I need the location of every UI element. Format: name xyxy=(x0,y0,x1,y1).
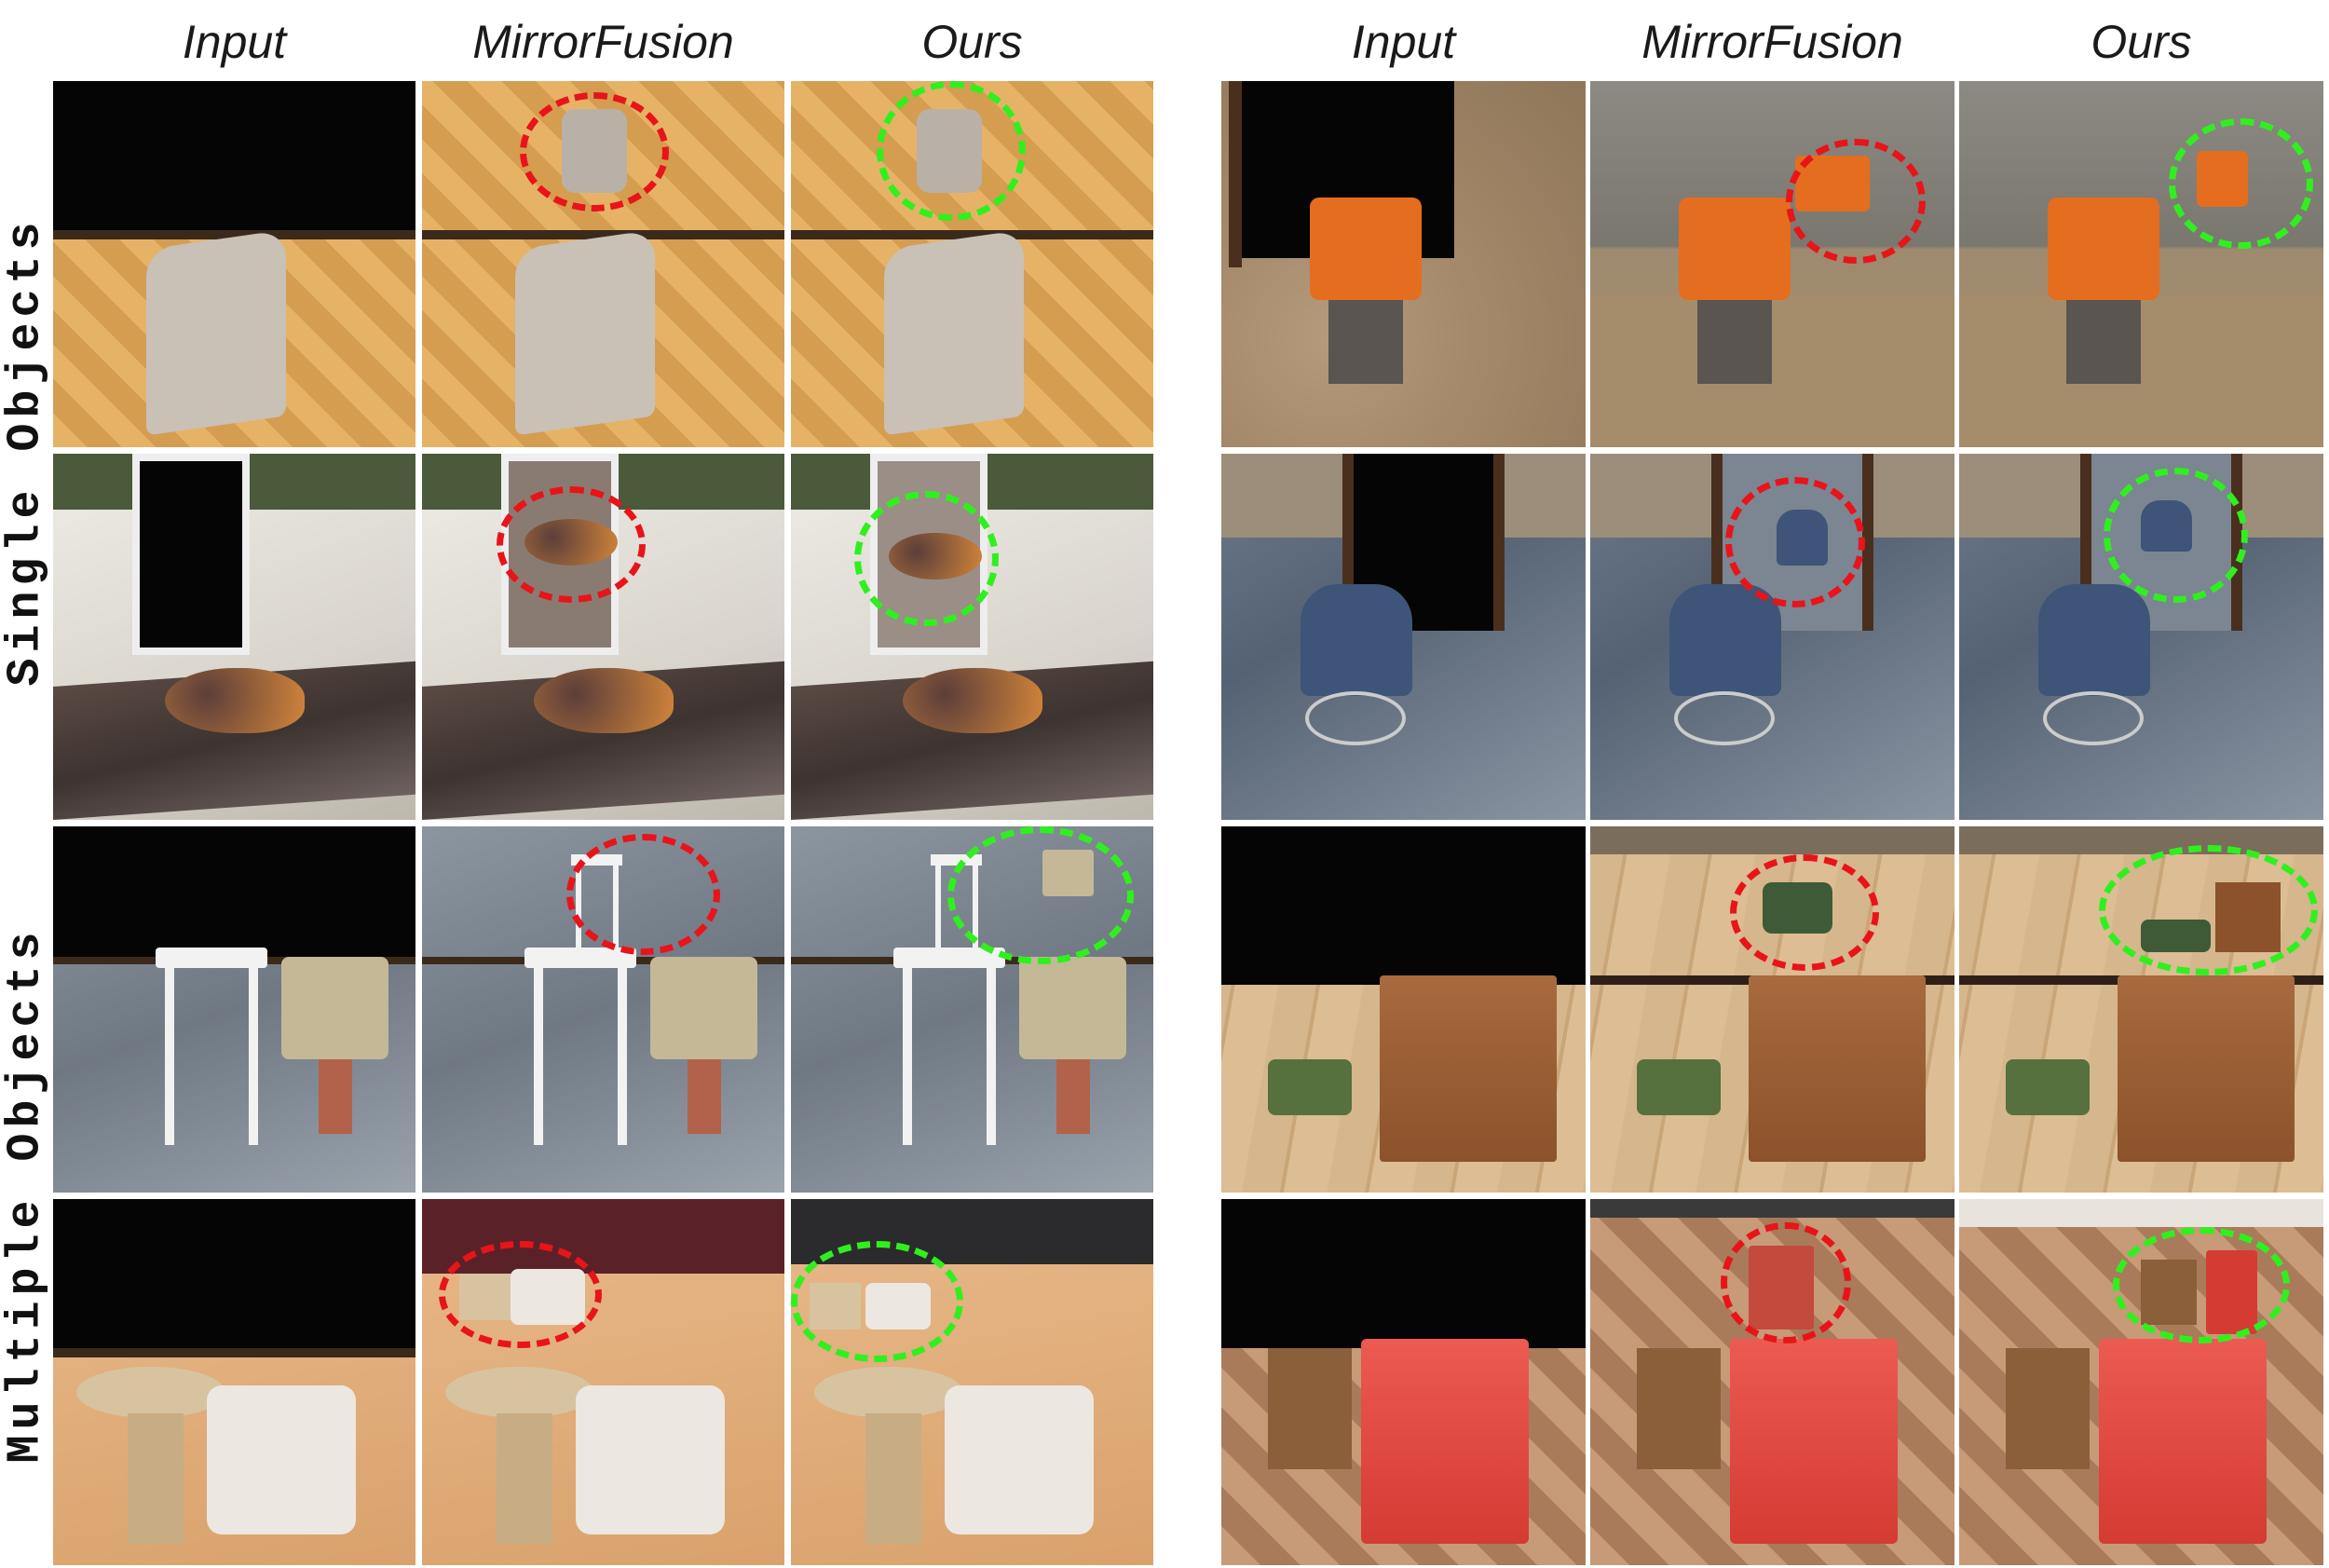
panel-sofa-dresser-ours xyxy=(1959,826,2323,1193)
panel-pram-input xyxy=(1221,454,1586,820)
red-highlight-ring xyxy=(1725,477,1865,607)
green-highlight-ring xyxy=(854,491,999,626)
green-highlight-ring xyxy=(947,826,1134,964)
panel-cart-mirrorfusion xyxy=(1590,1199,1954,1565)
panel-croissant-mirrorfusion xyxy=(422,454,784,820)
column-header-input-right: Input xyxy=(1351,16,1456,68)
panel-stool-lamp-input xyxy=(53,826,415,1193)
panel-cart-input xyxy=(1221,1199,1586,1565)
red-highlight-ring xyxy=(1786,139,1926,264)
red-highlight-ring xyxy=(1721,1222,1851,1343)
panel-mixer-mirrorfusion xyxy=(1590,81,1954,447)
panel-armchair-mirrorfusion xyxy=(422,81,784,447)
panel-sofa-dresser-mirrorfusion xyxy=(1590,826,1954,1193)
red-highlight-ring xyxy=(566,834,720,955)
green-highlight-ring xyxy=(2104,468,2248,603)
panel-croissant-input xyxy=(53,454,415,820)
panel-pram-ours xyxy=(1959,454,2323,820)
column-header-mirrorfusion-right: MirrorFusion xyxy=(1641,16,1903,68)
panel-armchair-input xyxy=(53,81,415,447)
column-header-ours-left: Ours xyxy=(921,16,1023,68)
panel-stool-lamp-ours xyxy=(791,826,1153,1193)
column-header-mirrorfusion-left: MirrorFusion xyxy=(472,16,734,68)
panel-sofa-dresser-input xyxy=(1221,826,1586,1193)
panel-table-bed-mirrorfusion xyxy=(422,1199,784,1565)
panel-table-bed-ours xyxy=(791,1199,1153,1565)
panel-pram-mirrorfusion xyxy=(1590,454,1954,820)
green-highlight-ring xyxy=(2099,845,2318,975)
green-highlight-ring xyxy=(791,1241,963,1362)
red-highlight-ring xyxy=(439,1241,602,1348)
red-highlight-ring xyxy=(520,92,669,211)
red-highlight-ring xyxy=(1730,854,1879,971)
green-highlight-ring xyxy=(2169,118,2313,249)
panel-cart-ours xyxy=(1959,1199,2323,1565)
row-label-multiple-objects: Multiple Objects xyxy=(0,925,54,1464)
panel-mixer-input xyxy=(1221,81,1586,447)
red-highlight-ring xyxy=(497,486,646,603)
column-header-input-left: Input xyxy=(182,16,287,68)
panel-stool-lamp-mirrorfusion xyxy=(422,826,784,1193)
row-label-single-objects: Single Objects xyxy=(0,215,54,687)
green-highlight-ring xyxy=(2113,1227,2290,1343)
panel-croissant-ours xyxy=(791,454,1153,820)
panel-mixer-ours xyxy=(1959,81,2323,447)
column-header-ours-right: Ours xyxy=(2091,16,2192,68)
panel-armchair-ours xyxy=(791,81,1153,447)
green-highlight-ring xyxy=(877,81,1026,221)
panel-table-bed-input xyxy=(53,1199,415,1565)
